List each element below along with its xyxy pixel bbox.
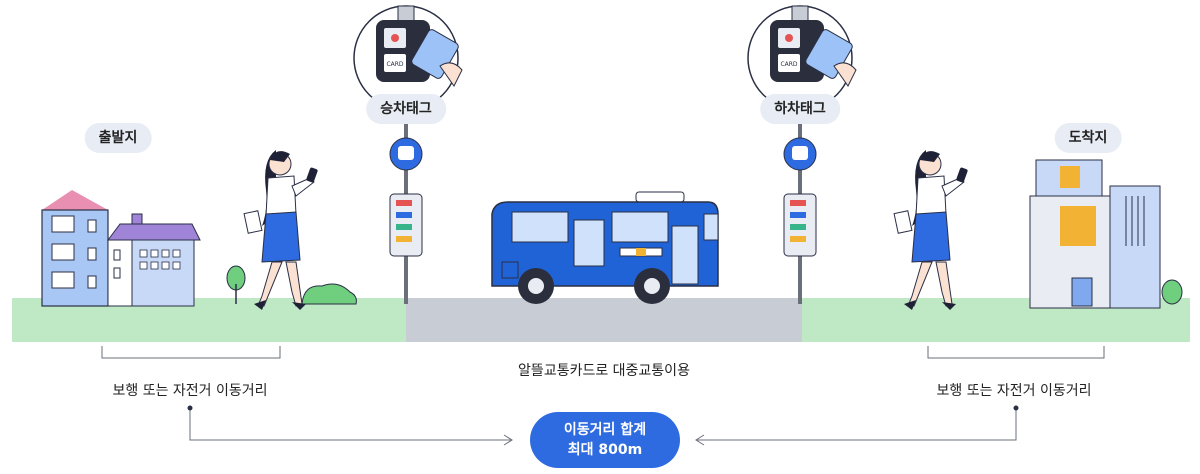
road <box>406 298 802 342</box>
transit-usage-caption: 알뜰교통카드로 대중교통이용 <box>518 363 690 379</box>
alighting-card-reader <box>747 5 857 111</box>
connector-right <box>695 408 1017 446</box>
connector-right-dot <box>1013 405 1019 411</box>
total-distance-badge: 이동거리 합계 최대 800m <box>530 412 680 468</box>
destination-label: 도착지 <box>1054 123 1122 153</box>
boarding-tag-label: 승차태그 <box>366 94 446 124</box>
connector-left-dot <box>187 405 193 411</box>
walk-bike-distance-right: 보행 또는 자전거 이동거리 <box>936 383 1092 399</box>
bracket-left <box>101 346 281 359</box>
origin-buildings <box>41 190 201 307</box>
bus-stop-left <box>389 120 423 304</box>
walk-bike-distance-left: 보행 또는 자전거 이동거리 <box>112 383 268 399</box>
bush-left <box>301 283 357 305</box>
total-distance-title: 이동거리 합계 <box>563 422 647 438</box>
woman-walker-right <box>893 150 968 310</box>
woman-walker-left <box>243 150 318 310</box>
bus-stop-right <box>783 120 817 304</box>
bus <box>491 191 719 304</box>
alighting-tag-label: 하차태그 <box>760 94 840 124</box>
bracket-right <box>927 346 1105 359</box>
card-text-alighting: CARD <box>780 61 797 68</box>
total-distance-max: 최대 800m <box>567 442 643 458</box>
tree-left <box>226 265 246 304</box>
origin-label: 출발지 <box>84 123 152 153</box>
boarding-card-reader <box>353 5 463 111</box>
connector-left <box>189 408 513 446</box>
destination-buildings <box>1029 159 1183 309</box>
card-text-boarding: CARD <box>386 61 403 68</box>
